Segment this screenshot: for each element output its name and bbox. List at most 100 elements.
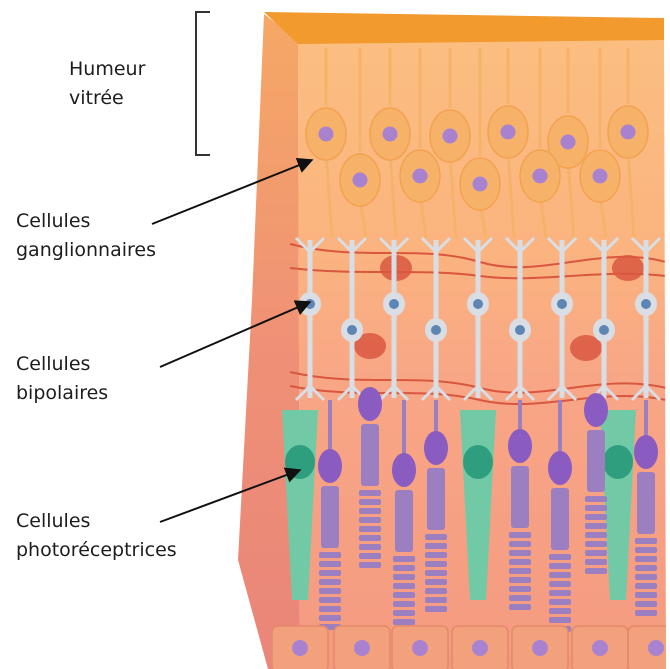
rod-disc <box>509 541 531 547</box>
rod-disc <box>359 526 381 532</box>
vitreous-humor-label: Humeur vitrée <box>69 55 145 113</box>
rod-disc <box>393 592 415 598</box>
rod-disc <box>359 544 381 550</box>
rod-disc <box>393 619 415 625</box>
rod-disc <box>585 559 607 565</box>
rod-outer-segment <box>393 556 415 634</box>
photoreceptor-cells-label: Cellules photoréceptrices <box>16 507 177 565</box>
rod-disc <box>635 610 657 616</box>
rod-disc <box>635 556 657 562</box>
rod-disc <box>635 538 657 544</box>
rod-disc <box>635 592 657 598</box>
pigment-nucleus <box>532 640 548 656</box>
ganglion-nucleus <box>501 125 516 140</box>
rod-disc <box>393 556 415 562</box>
rod-disc <box>509 559 531 565</box>
rod-disc <box>393 610 415 616</box>
rod-disc <box>549 572 571 578</box>
rod-nucleus <box>392 453 416 487</box>
bipolar-nucleus <box>347 325 357 335</box>
rod-disc <box>393 574 415 580</box>
rod-inner-segment <box>637 472 655 534</box>
rod-disc <box>509 595 531 601</box>
bipolar-nucleus <box>473 299 483 309</box>
ganglion-label-line1: Cellules <box>16 207 156 236</box>
ganglion-nucleus <box>533 169 548 184</box>
pigment-nucleus <box>592 640 608 656</box>
vitreous-label-line2: vitrée <box>69 84 145 113</box>
rod-nucleus <box>548 451 572 485</box>
rod-disc <box>635 547 657 553</box>
rod-disc <box>635 574 657 580</box>
rod-disc <box>425 579 447 585</box>
pigment-nucleus <box>648 640 664 656</box>
rod-outer-segment <box>319 552 341 630</box>
ganglion-label-line2: ganglionnaires <box>16 236 156 265</box>
cone-nucleus <box>463 445 493 479</box>
rod-inner-segment <box>361 424 379 486</box>
rod-outer-segment <box>549 554 571 632</box>
rod-outer-segment <box>359 490 381 568</box>
rod-disc <box>393 565 415 571</box>
rod-disc <box>585 550 607 556</box>
ganglion-nucleus <box>561 135 576 150</box>
rod-disc <box>359 553 381 559</box>
rod-disc <box>425 543 447 549</box>
rod-disc <box>585 496 607 502</box>
rod-disc <box>359 499 381 505</box>
rod-inner-segment <box>551 488 569 550</box>
rod-disc <box>359 508 381 514</box>
rod-inner-segment <box>321 486 339 548</box>
rod-disc <box>585 523 607 529</box>
rod-disc <box>549 554 571 560</box>
rod-disc <box>425 534 447 540</box>
rod-disc <box>319 597 341 603</box>
ganglion-nucleus <box>353 173 368 188</box>
rod-disc <box>549 563 571 569</box>
ganglion-nucleus <box>443 129 458 144</box>
ganglion-nucleus <box>593 169 608 184</box>
rod-disc <box>425 570 447 576</box>
rod-nucleus <box>424 431 448 465</box>
rod-disc <box>359 490 381 496</box>
bipolar-label-line2: bipolaires <box>16 379 108 408</box>
rod-disc <box>585 532 607 538</box>
ganglion-nucleus <box>621 125 636 140</box>
bipolar-nucleus <box>389 299 399 309</box>
pigment-nucleus <box>412 640 428 656</box>
bipolar-label-line1: Cellules <box>16 350 108 379</box>
retina-top-edge <box>264 12 664 44</box>
rod-nucleus <box>634 435 658 469</box>
pigment-nucleus <box>354 640 370 656</box>
rod-disc <box>319 588 341 594</box>
ganglion-nucleus <box>473 177 488 192</box>
rod-disc <box>635 601 657 607</box>
rod-outer-segment <box>585 496 607 574</box>
rod-disc <box>425 561 447 567</box>
rod-disc <box>425 588 447 594</box>
rod-disc <box>549 599 571 605</box>
cone-nucleus <box>603 445 633 479</box>
rod-disc <box>585 505 607 511</box>
rod-inner-segment <box>395 490 413 552</box>
photoreceptor-label-line2: photoréceptrices <box>16 536 177 565</box>
pigment-nucleus <box>472 640 488 656</box>
retina-block <box>238 12 670 669</box>
rod-outer-segment <box>509 532 531 610</box>
ganglion-cells-label: Cellules ganglionnaires <box>16 207 156 265</box>
rod-disc <box>359 562 381 568</box>
pigment-nucleus <box>292 640 308 656</box>
rod-disc <box>509 604 531 610</box>
rod-inner-segment <box>427 468 445 530</box>
rod-disc <box>319 570 341 576</box>
rod-nucleus <box>358 387 382 421</box>
rod-outer-segment <box>425 534 447 612</box>
ganglion-nucleus <box>319 127 334 142</box>
rod-disc <box>549 617 571 623</box>
rod-disc <box>425 552 447 558</box>
bipolar-nucleus <box>515 325 525 335</box>
rod-disc <box>509 586 531 592</box>
rod-disc <box>319 552 341 558</box>
rod-disc <box>509 550 531 556</box>
